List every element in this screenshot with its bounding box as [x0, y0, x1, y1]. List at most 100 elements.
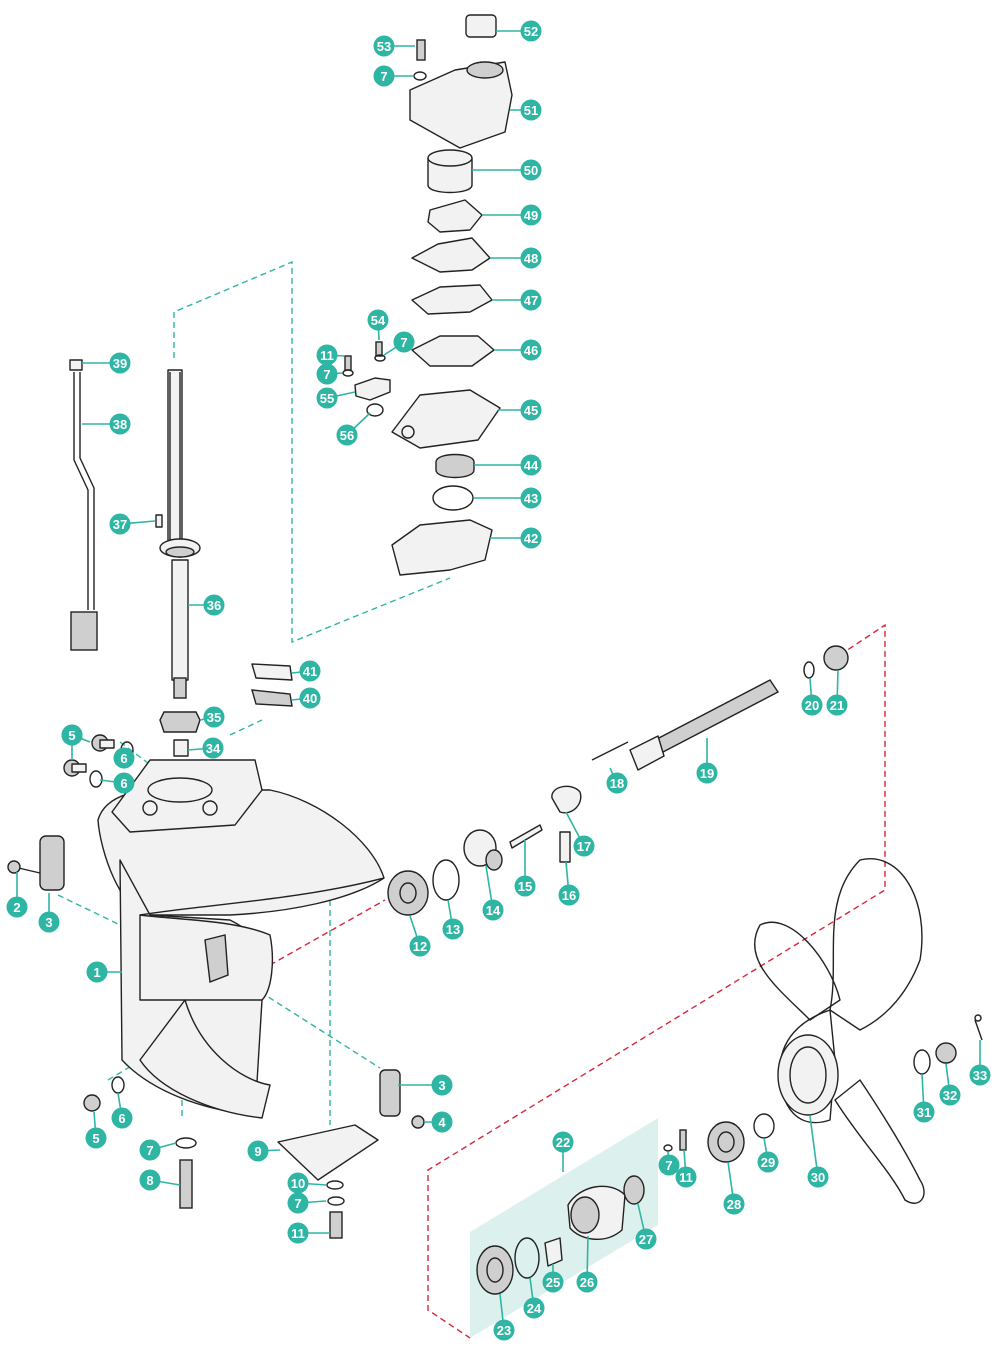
callout-badge-circle — [299, 687, 321, 709]
bearing-housing-assembly — [476, 1129, 687, 1295]
callout-badge-circle — [316, 387, 338, 409]
callout-badge-circle — [493, 1319, 515, 1341]
callout-number: 21 — [830, 698, 844, 713]
callout-badge-circle — [431, 1111, 453, 1133]
callout-number: 2 — [13, 900, 20, 915]
callout-number: 7 — [400, 335, 407, 350]
callout-badge-circle — [139, 1169, 161, 1191]
callout-number: 38 — [113, 417, 127, 432]
callout-badge-32: 32 — [939, 1084, 961, 1106]
callout-badge-circle — [367, 309, 389, 331]
callout-number: 39 — [113, 356, 127, 371]
callout-number: 12 — [413, 939, 427, 954]
callout-badge-circle — [552, 1131, 574, 1153]
callout-number: 3 — [438, 1078, 445, 1093]
callout-badge-9: 9 — [247, 1140, 269, 1162]
callout-badge-circle — [6, 896, 28, 918]
callout-number: 28 — [727, 1197, 741, 1212]
callout-badge-27: 27 — [635, 1228, 657, 1250]
callout-number: 6 — [118, 1111, 125, 1126]
red-guide-lines — [269, 623, 886, 1339]
callout-number: 35 — [207, 710, 221, 725]
callout-badge-31: 31 — [913, 1101, 935, 1123]
callout-badge-circle — [247, 1140, 269, 1162]
callout-number: 32 — [943, 1088, 957, 1103]
callout-badge-5: 5 — [61, 724, 83, 746]
callout-number: 7 — [665, 1158, 672, 1173]
gear-housing — [97, 759, 385, 1119]
callout-badge-circle — [203, 594, 225, 616]
callout-number: 6 — [120, 776, 127, 791]
callout-badge-circle — [139, 1139, 161, 1161]
callout-badge-43: 43 — [520, 487, 542, 509]
callout-badge-circle — [316, 363, 338, 385]
callout-badge-39: 39 — [109, 352, 131, 374]
callout-number: 22 — [556, 1135, 570, 1150]
callout-badge-7: 7 — [316, 363, 338, 385]
callout-badge-circle — [826, 694, 848, 716]
callout-badge-circle — [939, 1084, 961, 1106]
callout-badge-44: 44 — [520, 454, 542, 476]
callout-badge-16: 16 — [558, 884, 580, 906]
callout-number: 6 — [120, 751, 127, 766]
callout-number: 37 — [113, 517, 127, 532]
callout-number: 11 — [679, 1170, 693, 1185]
callout-number: 43 — [524, 491, 538, 506]
callout-badge-36: 36 — [203, 594, 225, 616]
callout-badge-2: 2 — [6, 896, 28, 918]
callout-badge-22: 22 — [552, 1131, 574, 1153]
callout-number: 27 — [639, 1232, 653, 1247]
callout-badge-45: 45 — [520, 399, 542, 421]
callout-badge-circle — [109, 413, 131, 435]
callout-number: 30 — [811, 1170, 825, 1185]
callout-badge-47: 47 — [520, 289, 542, 311]
callout-number: 20 — [805, 698, 819, 713]
callout-badge-circle — [723, 1193, 745, 1215]
callout-badge-circle — [606, 772, 628, 794]
callout-number: 4 — [438, 1115, 446, 1130]
callout-badge-6: 6 — [111, 1107, 133, 1129]
callout-badge-circle — [431, 1074, 453, 1096]
callout-badge-4: 4 — [431, 1111, 453, 1133]
callout-number: 46 — [524, 343, 538, 358]
callout-number: 7 — [146, 1143, 153, 1158]
callout-badge-48: 48 — [520, 247, 542, 269]
callout-number: 9 — [254, 1144, 261, 1159]
callout-number: 50 — [524, 163, 538, 178]
callout-badge-circle — [523, 1297, 545, 1319]
callout-badge-21: 21 — [826, 694, 848, 716]
callout-badge-circle — [757, 1151, 779, 1173]
callout-badge-37: 37 — [109, 513, 131, 535]
callout-badge-11: 11 — [675, 1166, 697, 1188]
callout-badge-circle — [38, 911, 60, 933]
callout-number: 7 — [380, 69, 387, 84]
assembly-22-highlight-panel — [470, 1118, 658, 1338]
callout-badge-7: 7 — [139, 1139, 161, 1161]
callout-badge-circle — [393, 331, 415, 353]
callout-badge-14: 14 — [482, 899, 504, 921]
callout-leaders — [16, 30, 981, 1331]
callout-badge-circle — [520, 454, 542, 476]
propeller-shaft-parts — [387, 645, 849, 916]
callout-badge-3: 3 — [38, 911, 60, 933]
callout-badge-circle — [336, 424, 358, 446]
callout-number: 42 — [524, 531, 538, 546]
callout-number: 47 — [524, 293, 538, 308]
callout-badge-51: 51 — [520, 99, 542, 121]
callout-badge-35: 35 — [203, 706, 225, 728]
callout-badge-20: 20 — [801, 694, 823, 716]
callout-number: 18 — [610, 776, 624, 791]
callout-number: 52 — [524, 24, 538, 39]
callout-number: 25 — [546, 1275, 560, 1290]
callout-badge-circle — [675, 1166, 697, 1188]
callout-badge-18: 18 — [606, 772, 628, 794]
callout-badge-circle — [86, 961, 108, 983]
callout-badge-38: 38 — [109, 413, 131, 435]
callout-badge-circle — [520, 159, 542, 181]
callout-badge-6: 6 — [113, 772, 135, 794]
callout-badge-circle — [520, 339, 542, 361]
callout-badge-53: 53 — [373, 35, 395, 57]
callout-number: 5 — [92, 1131, 99, 1146]
callout-badge-23: 23 — [493, 1319, 515, 1341]
